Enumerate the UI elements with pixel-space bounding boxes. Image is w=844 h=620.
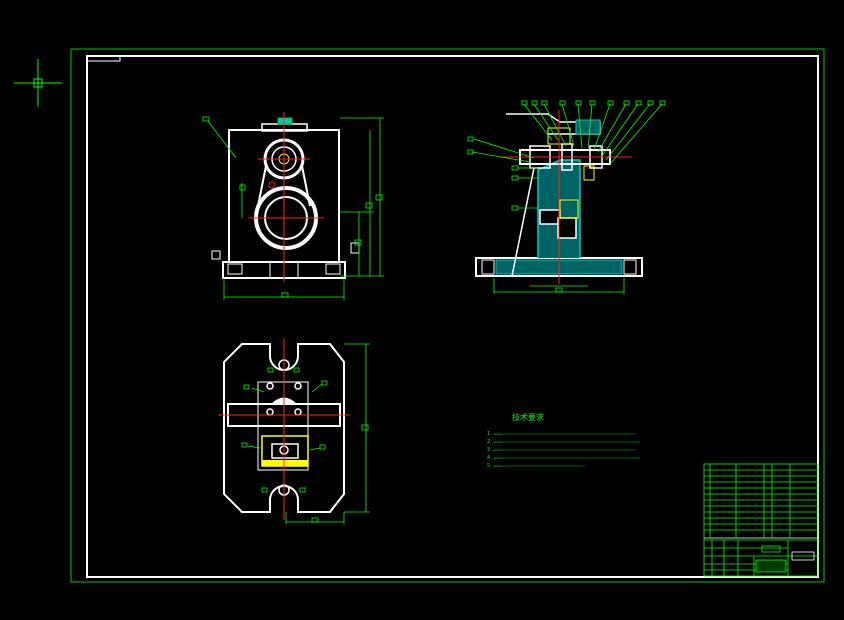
title-block [703,463,819,577]
side-section-view [467,100,666,294]
front-view [202,112,384,300]
outer-frame [70,48,825,583]
technical-notes: 技术要求 1 …… 2 …… 3 …… 4 …… 5 …… [487,412,640,469]
inner-frame [86,55,819,578]
notes-title: 技术要求 [512,412,544,422]
top-view [218,338,370,524]
frame-corner-mark [87,56,121,62]
crosshair-cursor-icon [14,59,62,107]
